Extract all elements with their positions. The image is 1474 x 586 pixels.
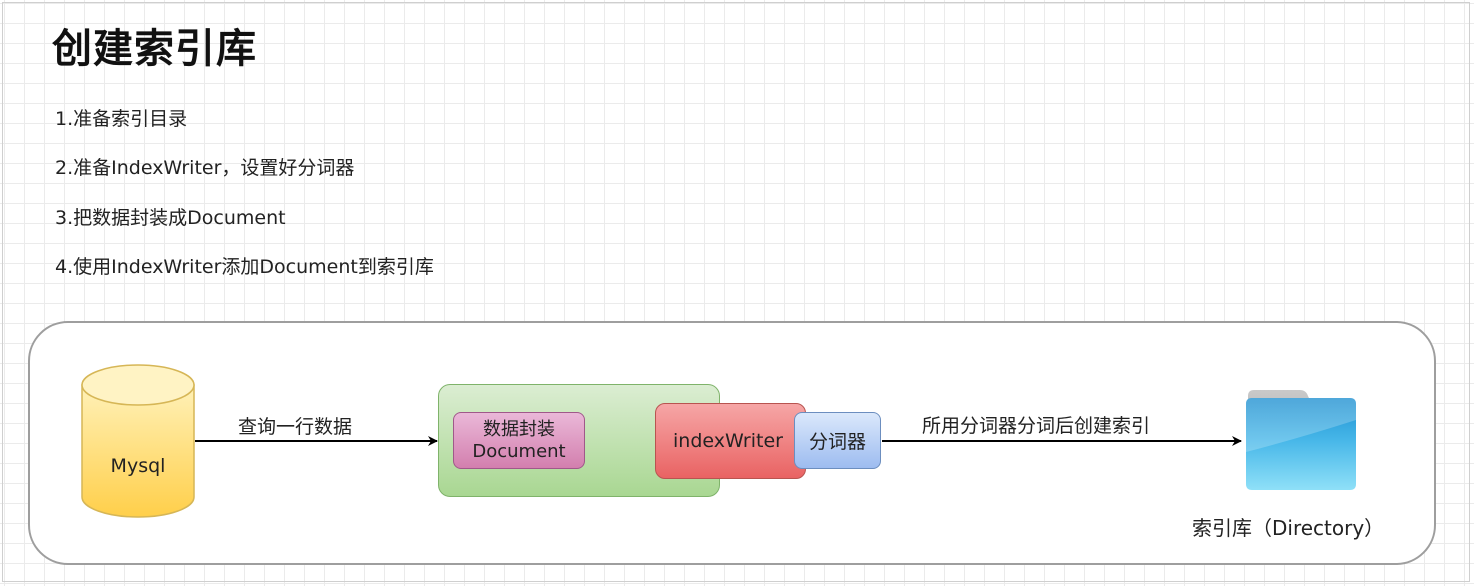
analyzer-box: 分词器 bbox=[794, 412, 881, 469]
document-label: Document bbox=[472, 440, 566, 462]
folder-label: 索引库（Directory） bbox=[1192, 516, 1385, 540]
analyzer-label: 分词器 bbox=[808, 431, 866, 453]
document-wrap-box: 数据封装 Document bbox=[453, 412, 585, 469]
step-3: 3.把数据封装成Document bbox=[55, 207, 286, 229]
step-1: 1.准备索引目录 bbox=[55, 108, 188, 130]
document-wrap-label: 数据封装 bbox=[483, 418, 555, 440]
page-title: 创建索引库 bbox=[52, 26, 257, 72]
step-4: 4.使用IndexWriter添加Document到索引库 bbox=[55, 256, 434, 278]
step-2: 2.准备IndexWriter，设置好分词器 bbox=[55, 157, 355, 179]
database-label: Mysql bbox=[110, 455, 166, 477]
create-index-label: 所用分词器分词后创建索引 bbox=[922, 415, 1151, 437]
database-cylinder-icon bbox=[81, 364, 195, 518]
index-writer-box: indexWriter bbox=[655, 403, 806, 479]
index-writer-label: indexWriter bbox=[673, 430, 783, 452]
folder-icon bbox=[1246, 390, 1356, 490]
query-arrow-label: 查询一行数据 bbox=[238, 416, 353, 438]
